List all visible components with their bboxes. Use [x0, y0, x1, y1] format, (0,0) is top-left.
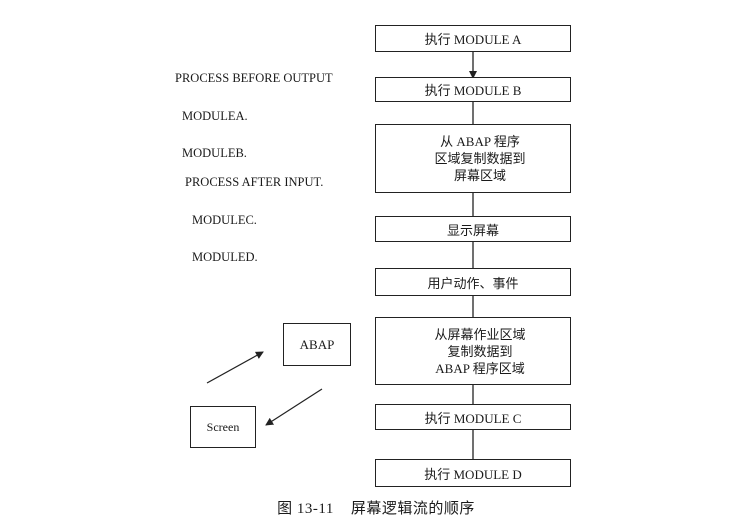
execute-module-b-label: 执行 MODULE B	[424, 83, 522, 98]
abap-label: ABAP	[299, 336, 335, 352]
execute-module-b-box: 执行 MODULE B	[375, 77, 571, 102]
copy-to-screen-line-1: 从 ABAP 程序	[440, 134, 520, 149]
pbo-line-3: MODULEB.	[182, 146, 247, 160]
screen-label: Screen	[206, 419, 240, 434]
execute-module-a-label: 执行 MODULE A	[424, 32, 522, 47]
display-screen-box: 显示屏幕	[375, 216, 571, 242]
copy-to-screen-line-3: 屏幕区域	[453, 168, 506, 183]
display-screen-label: 显示屏幕	[446, 222, 499, 238]
pai-line-3: MODULED.	[192, 250, 258, 264]
execute-module-c-label: 执行 MODULE C	[424, 410, 522, 426]
pbo-code: PROCESS BEFORE OUTPUT MODULEA. MODULEB.	[175, 47, 333, 172]
copy-to-screen-line-2: 区域复制数据到	[434, 151, 526, 166]
copy-to-abap-line-3: ABAP 程序区域	[435, 360, 525, 376]
pbo-line-1: PROCESS BEFORE OUTPUT	[175, 71, 333, 85]
user-action-box: 用户动作、事件	[375, 268, 571, 296]
execute-module-c-box: 执行 MODULE C	[375, 404, 571, 430]
abap-box: ABAP	[283, 323, 351, 366]
user-action-label: 用户动作、事件	[427, 275, 519, 291]
pbo-line-2: MODULEA.	[182, 108, 248, 123]
pai-line-1: PROCESS AFTER INPUT.	[185, 175, 324, 189]
pai-line-2: MODULEC.	[192, 212, 257, 227]
copy-to-abap-line-2: 复制数据到	[447, 343, 513, 359]
copy-to-screen-box: 从 ABAP 程序 区域复制数据到 屏幕区域	[375, 124, 571, 193]
execute-module-d-label: 执行 MODULE D	[424, 466, 522, 482]
abap-to-screen-arrow	[265, 388, 323, 426]
screen-box: Screen	[190, 406, 256, 448]
figure-caption: 图 13-11 屏幕逻辑流的顺序	[277, 501, 475, 517]
screen-to-abap-arrow	[206, 351, 264, 384]
execute-module-d-box: 执行 MODULE D	[375, 459, 571, 487]
copy-to-abap-box: 从屏幕作业区域 复制数据到 ABAP 程序区域	[375, 317, 571, 385]
copy-to-abap-line-1: 从屏幕作业区域	[434, 326, 526, 342]
execute-module-a-box: 执行 MODULE A	[375, 25, 571, 52]
pai-code: PROCESS AFTER INPUT. MODULEC. MODULED.	[185, 151, 323, 276]
